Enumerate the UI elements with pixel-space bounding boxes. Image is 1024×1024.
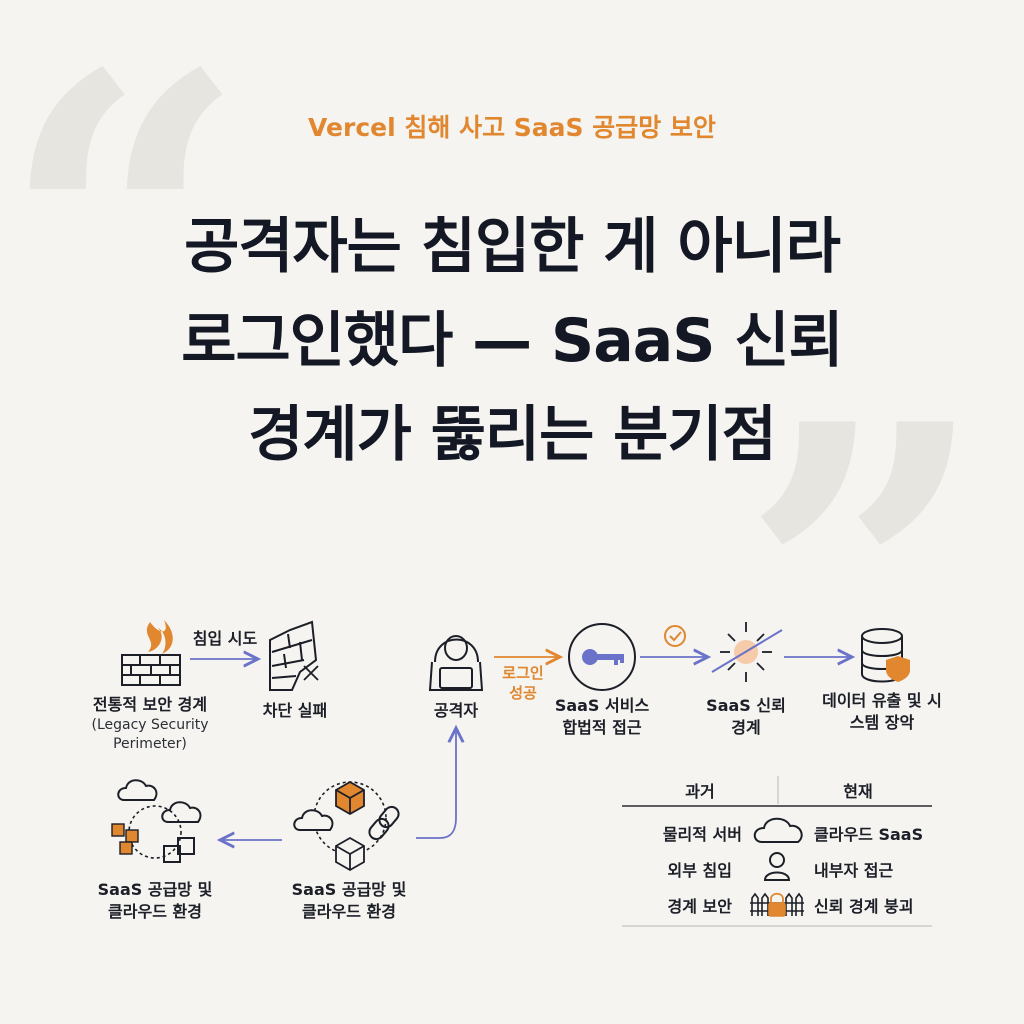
cloud-icon [753,817,803,843]
attacker-label: 공격자 [433,701,479,720]
trust-boundary-label: SaaS 신뢰 경계 [706,696,786,737]
cubes-icon [111,823,139,855]
close-quote-decoration: ” [740,332,988,837]
database-shield-icon [861,628,910,683]
saas-service-label: SaaS 서비스 합법적 접근 [554,696,650,737]
supply-chain-right-icon [293,780,400,872]
firewall-icon [121,620,181,686]
page-subtitle: Vercel 침해 사고 SaaS 공급망 보안 [308,113,716,142]
table-row-3-past: 경계 보안 [667,897,732,916]
legacy-perimeter-label: 전통적 보안 경계 [92,695,208,714]
supply-chain-left-icon [117,779,202,863]
intrusion-attempt-label: 침입 시도 [192,629,258,648]
check-icon [664,625,686,647]
headline-line-3: 경계가 뚫리는 분기점 [248,400,777,470]
broken-wall-icon [269,620,319,691]
open-quote-decoration: “ [0,0,248,487]
table-header-present: 현재 [843,782,873,801]
table-row-1-past: 물리적 서버 [662,825,742,844]
table-row-1-present: 클라우드 SaaS [814,825,924,844]
table-header-past: 과거 [685,782,715,801]
table-row-3-present: 신뢰 경계 붕괴 [814,897,914,916]
data-breach-label: 데이터 유출 및 시스템 장악 [822,691,942,732]
table-row-2-present: 내부자 접근 [814,861,894,880]
legacy-perimeter-sublabel: (Legacy Security Perimeter) [91,717,209,752]
supply-chain-right-label: SaaS 공급망 및 클라우드 환경 [291,880,407,921]
headline-line-1: 공격자는 침입한 게 아니라 [184,212,841,282]
login-success-label: 로그인 성공 [502,664,544,702]
fence-lock-icon [750,892,804,917]
key-icon [568,623,636,691]
arrow-up-to-attacker [416,728,456,839]
user-icon [763,852,791,881]
page-headline: 공격자는 침입한 게 아니라 로그인했다 — SaaS 신뢰 경계가 뚫리는 분… [0,200,1024,482]
broken-boundary-icon [711,622,783,682]
headline-line-2: 로그인했다 — SaaS 신뢰 [181,306,843,376]
table-row-2-past: 외부 침입 [667,861,732,880]
attacker-icon [428,635,484,691]
blocked-failed-label: 차단 실패 [262,701,328,720]
supply-chain-left-label: SaaS 공급망 및 클라우드 환경 [97,880,213,921]
